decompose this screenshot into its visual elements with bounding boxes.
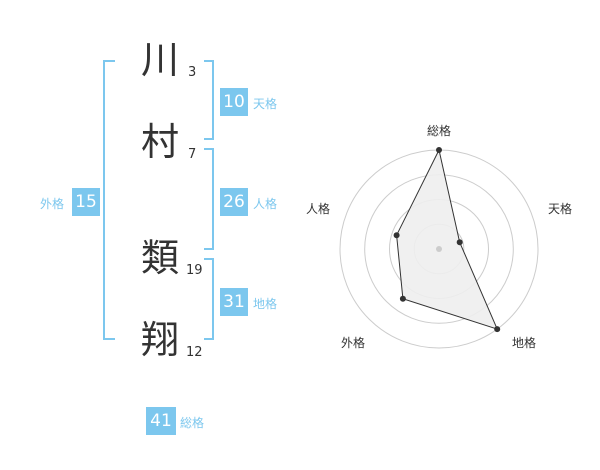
stroke-count-1: 3	[188, 65, 197, 80]
name-char-2: 村	[140, 120, 179, 164]
tenkaku-badge: 10	[220, 88, 248, 116]
soukaku-label: 総格	[180, 416, 205, 430]
radar-point-4	[399, 295, 406, 302]
gaikaku-badge: 15	[72, 188, 100, 216]
soukaku-badge: 41	[146, 407, 176, 435]
jinkaku-label: 人格	[253, 197, 278, 211]
outer-bracket	[103, 60, 115, 340]
radar-label-tenkaku: 天格	[548, 202, 573, 216]
stroke-count-4: 12	[186, 345, 203, 360]
radar-polygon	[396, 148, 499, 330]
radar-point-2	[456, 239, 463, 246]
radar-point-5	[393, 232, 400, 239]
tenkaku-bracket	[204, 60, 214, 140]
chikaku-bracket	[204, 258, 214, 340]
name-char-4: 翔	[140, 318, 179, 362]
gaikaku-label: 外格	[40, 197, 65, 211]
name-char-3: 類	[140, 236, 179, 280]
jinkaku-bracket	[204, 148, 214, 250]
radar-label-soukaku: 総格	[427, 124, 452, 138]
chikaku-label: 地格	[253, 297, 278, 311]
jinkaku-badge: 26	[220, 188, 248, 216]
radar-points	[393, 147, 501, 333]
chikaku-badge: 31	[220, 288, 248, 316]
radar-center	[436, 246, 442, 252]
name-char-1: 川	[140, 38, 179, 82]
tenkaku-label: 天格	[253, 97, 278, 111]
radar-label-chikaku: 地格	[512, 336, 537, 350]
radar-point-1	[436, 147, 442, 153]
radar-point-3	[494, 326, 501, 333]
radar-label-gaikaku: 外格	[341, 336, 366, 350]
radar-label-jinkaku: 人格	[306, 202, 331, 216]
stroke-count-3: 19	[186, 263, 203, 278]
stroke-count-2: 7	[188, 147, 197, 162]
